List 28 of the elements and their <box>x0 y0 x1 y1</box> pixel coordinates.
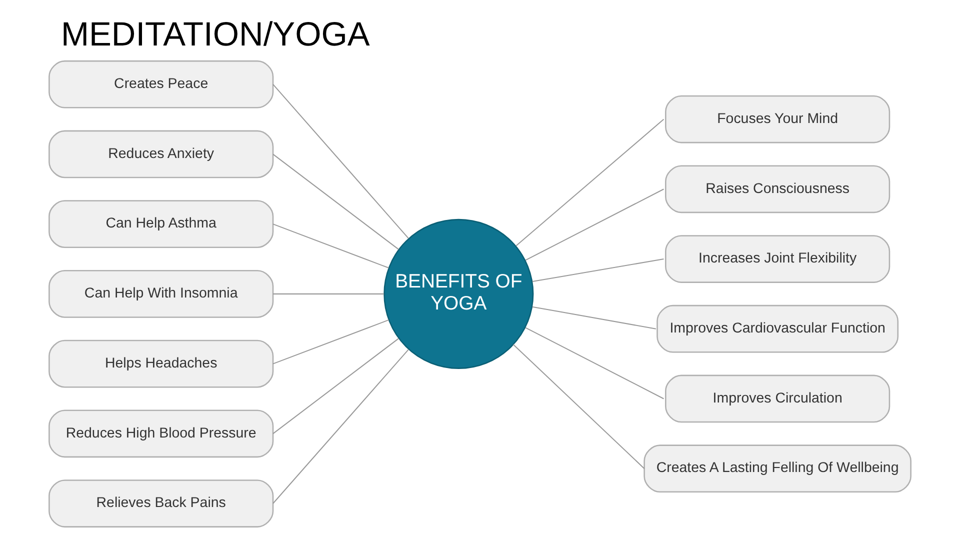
connector <box>272 154 399 250</box>
node-box: Improves Circulation <box>665 374 890 423</box>
node-box: Can Help With Insomnia <box>48 270 274 318</box>
connector <box>273 293 384 294</box>
node-box: Relieves Back Pains <box>48 480 274 528</box>
connector <box>272 224 389 268</box>
node-box: Increases Joint Flexibility <box>665 235 890 283</box>
connector <box>272 84 409 239</box>
connector <box>525 188 664 261</box>
connector <box>532 258 664 282</box>
connector <box>512 344 645 469</box>
node-box: Reduces Anxiety <box>48 130 274 178</box>
node-box: Raises Consciousness <box>665 165 890 214</box>
diagram-title: MEDITATION/YOGA <box>60 16 370 54</box>
connector <box>516 118 664 246</box>
node-circle: BENEFITS OF YOGA <box>384 218 534 369</box>
node-box: Can Help Asthma <box>48 200 274 248</box>
connector <box>272 349 409 504</box>
node-box: Creates A Lasting Felling Of Wellbeing <box>644 444 912 493</box>
node-box: Focuses Your Mind <box>665 95 890 144</box>
connector <box>272 338 399 434</box>
node-box: Improves Cardiovascular Function <box>656 304 899 353</box>
node-box: Helps Headaches <box>48 340 274 388</box>
connector <box>525 327 664 400</box>
node-box: Reduces High Blood Pressure <box>48 410 274 458</box>
connector <box>532 306 656 330</box>
node-box: Creates Peace <box>48 60 274 108</box>
connector <box>272 319 389 364</box>
